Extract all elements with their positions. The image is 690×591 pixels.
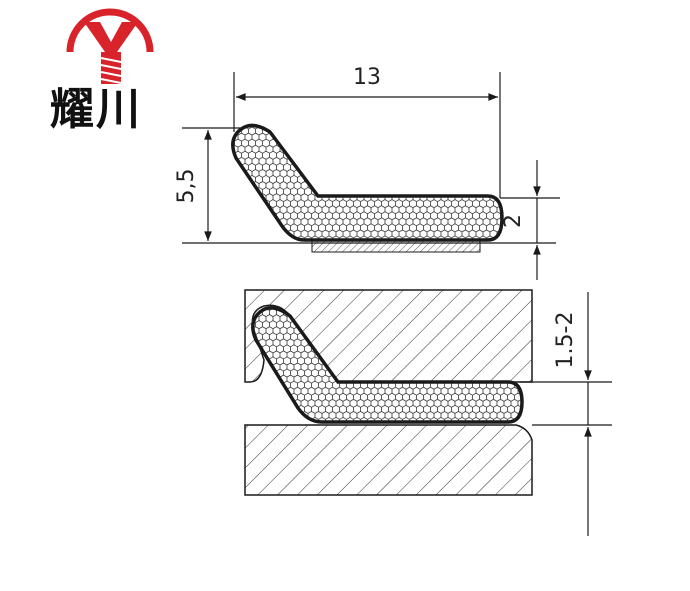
dimension-width: 13: [233, 65, 501, 198]
dimension-base-thickness: 2: [500, 160, 560, 280]
installed-assembly: [244, 289, 533, 496]
dimension-compressed-gap: 1.5-2: [520, 292, 612, 536]
dimension-width-label: 13: [353, 65, 381, 90]
brand-name: 耀川: [50, 84, 142, 135]
dimension-height: 5,5: [174, 127, 556, 244]
dimension-base-thickness-label: 2: [501, 214, 526, 228]
logo-y-icon: [84, 22, 138, 52]
logo-ring-icon: [66, 8, 154, 53]
lower-panel: [244, 424, 533, 496]
mounting-strip: [311, 239, 481, 253]
free-state-profile: [231, 123, 504, 253]
dimension-compressed-gap-label: 1.5-2: [553, 312, 578, 369]
dimension-height-label: 5,5: [174, 169, 199, 204]
company-logo: [66, 8, 154, 84]
seal-profile-free: [231, 123, 504, 242]
seal-profile-compressed: [251, 306, 524, 424]
